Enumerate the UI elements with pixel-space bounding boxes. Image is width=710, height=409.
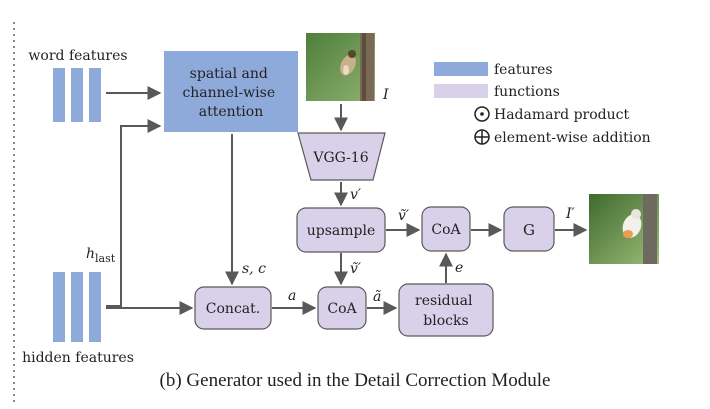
coa-bottom-box	[317, 286, 367, 330]
legend-addition-label: element-wise addition	[494, 130, 651, 146]
attention-box	[164, 51, 298, 132]
legend-functions-label: functions	[494, 84, 560, 100]
residual-blocks-box	[398, 283, 494, 337]
word-features-label: word features	[28, 48, 127, 64]
legend-feature-swatch	[434, 62, 488, 76]
image-output-label: I′	[565, 206, 576, 222]
input-bird-image	[306, 33, 375, 101]
upsample-box	[296, 207, 386, 253]
arrow-hidden-to-attention	[106, 119, 162, 307]
upsample-label: upsample	[307, 223, 376, 239]
word-feature-bars	[53, 68, 101, 122]
hidden-features-label: hidden features	[22, 350, 134, 366]
g-box	[503, 206, 555, 252]
legend: features functions Hadamard product elem…	[434, 62, 651, 146]
hidden-feature-bars	[53, 272, 101, 342]
a-tilde-label: ã	[373, 289, 381, 305]
concat-label: Concat.	[206, 301, 260, 317]
output-bird-image	[589, 194, 659, 264]
g-label: G	[523, 221, 535, 239]
v-tilde-down-label: ṽ′	[350, 261, 362, 277]
a-label: a	[288, 288, 296, 304]
addition-icon	[474, 129, 490, 145]
figure-caption: (b) Generator used in the Detail Correct…	[159, 370, 551, 391]
legend-function-swatch	[434, 84, 488, 98]
hadamard-icon	[474, 106, 490, 122]
legend-hadamard-label: Hadamard product	[494, 107, 629, 123]
coa-bottom-label: CoA	[327, 301, 357, 317]
e-label: e	[455, 260, 463, 276]
vgg16-label: VGG-16	[312, 150, 368, 166]
h-last-label: hlast	[86, 246, 116, 265]
vgg16-box	[297, 132, 386, 181]
connectors	[106, 86, 588, 315]
v-prime-label: v′	[350, 187, 362, 203]
coa-top-label: CoA	[431, 222, 461, 238]
coa-top-box	[421, 206, 471, 252]
sc-label: s, c	[242, 261, 266, 277]
image-input-label: I	[382, 87, 389, 103]
concat-box	[194, 286, 272, 330]
legend-features-label: features	[494, 62, 553, 78]
attention-label: spatial and channel-wise attention	[182, 66, 279, 120]
residual-blocks-label: residual blocks	[415, 293, 477, 329]
v-tilde-top-label: ṽ′	[398, 208, 410, 224]
